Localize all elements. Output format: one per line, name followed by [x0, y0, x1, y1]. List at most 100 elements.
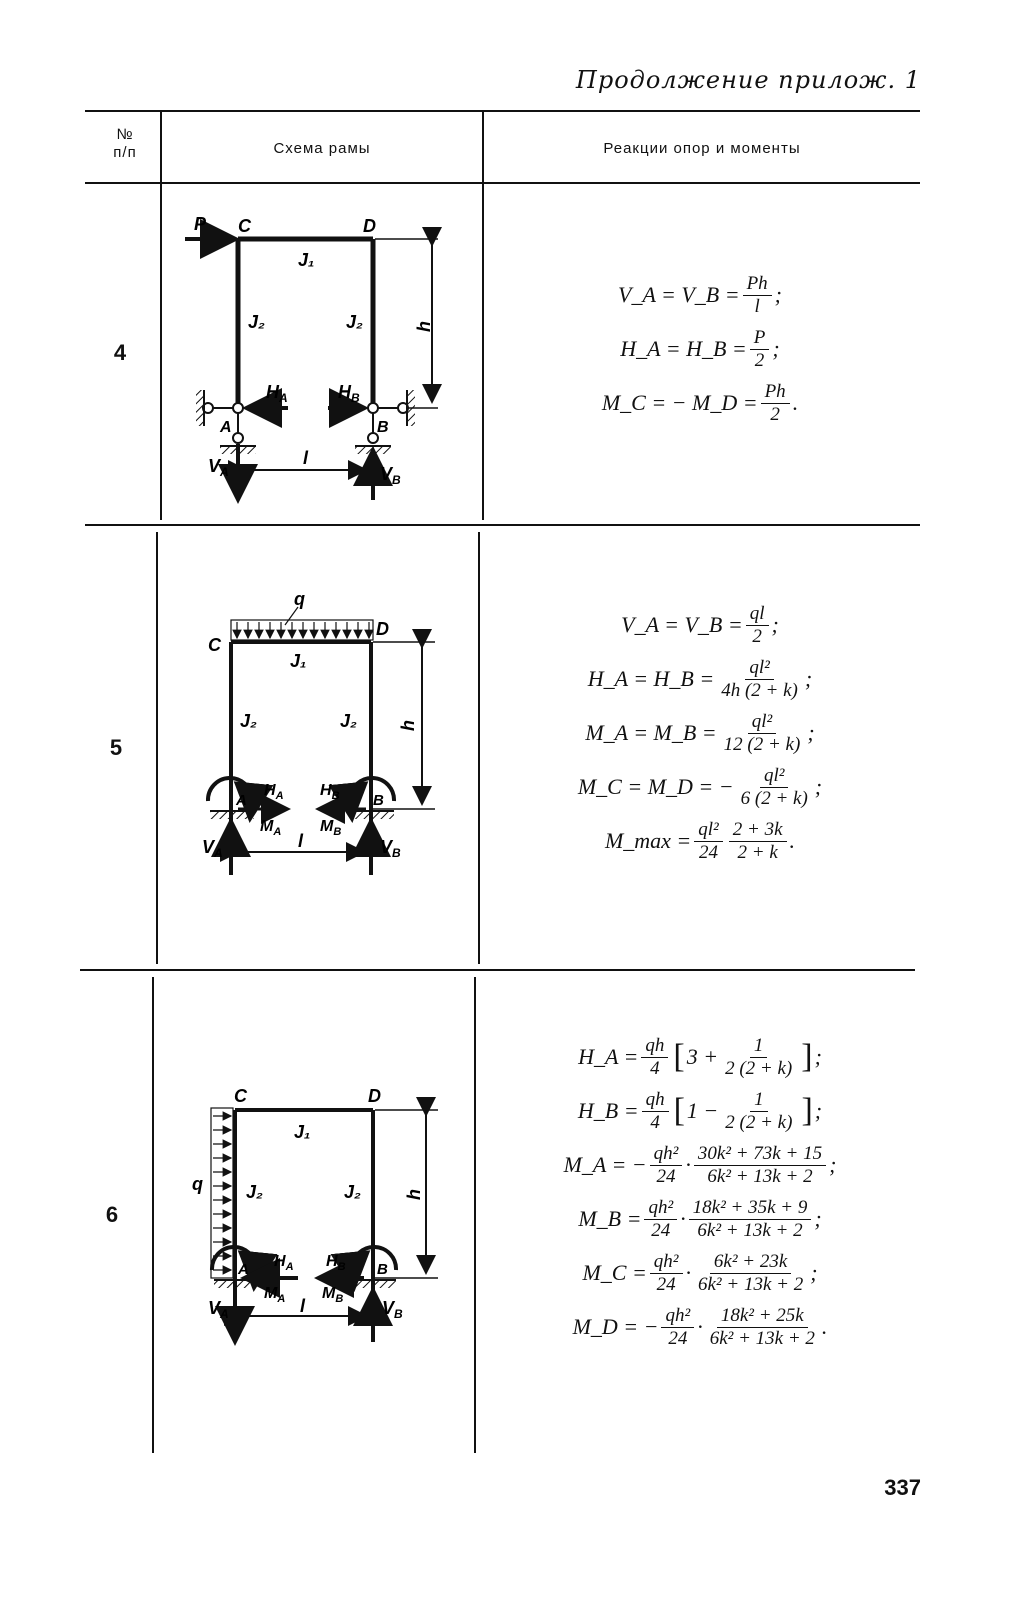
- row-5-bottom-rule: [80, 969, 915, 971]
- col-divider-2b: [478, 532, 480, 964]
- formula-num: ql²: [747, 711, 777, 734]
- label-ha: HA: [266, 382, 288, 405]
- label-vb: VB: [380, 464, 401, 487]
- col-divider-2c: [474, 977, 476, 1453]
- col-divider-2a: [482, 112, 484, 520]
- col-divider-1b: [156, 532, 158, 964]
- label-mb: MB: [322, 1285, 343, 1305]
- formula-num: ql²: [694, 819, 723, 842]
- formula-bracket-term: 3 +: [686, 1044, 719, 1069]
- formula-lhs: H_A = H_B =: [620, 336, 747, 361]
- label-a: A: [235, 792, 247, 809]
- formula-den: 12 (2 + k): [723, 733, 801, 755]
- hinge-a: [232, 402, 244, 414]
- formula-num: P: [749, 327, 770, 350]
- formula-end: ;: [814, 1206, 822, 1231]
- formula-num-2: 1: [750, 1089, 768, 1112]
- moment-ma-arc: [205, 776, 274, 823]
- formula-num: ql²: [745, 657, 774, 680]
- label-hb: HB: [326, 1253, 346, 1273]
- formula-den: 2: [754, 349, 765, 371]
- formula-den: 4: [650, 1111, 660, 1133]
- formula-den: 24: [656, 1165, 676, 1187]
- label-j2-right: J₂: [344, 1182, 361, 1202]
- formula-lhs: M_C = − M_D =: [601, 390, 758, 415]
- header-bottom-rule: [85, 182, 920, 184]
- formula-end: .: [792, 390, 799, 415]
- label-d: D: [368, 1086, 381, 1106]
- header-scheme: Схема рамы: [273, 140, 371, 157]
- formula-num: qh: [641, 1035, 669, 1058]
- formula-num: Ph: [760, 381, 790, 404]
- label-va: VA: [208, 1298, 229, 1321]
- frame-scheme-4: P C D J₁ J₂ J₂ h HA HB A B VA VB l: [185, 214, 442, 504]
- formula-den-2: 2 (2 + k): [725, 1057, 793, 1079]
- formula-lhs: M_C = M_D = −: [577, 774, 734, 799]
- label-j1: J₁: [290, 651, 306, 671]
- label-p: P: [194, 214, 207, 234]
- formula-den: 2: [770, 403, 780, 425]
- formula-lhs: M_C =: [582, 1260, 647, 1285]
- col-divider-1a: [160, 112, 162, 520]
- label-hb: HB: [338, 382, 360, 405]
- formula-end: ;: [814, 774, 823, 799]
- dot: ·: [685, 1260, 692, 1285]
- label-j1: J₁: [294, 1122, 310, 1142]
- formula-num-2: 2 + 3k: [728, 819, 787, 842]
- formula-den: 24: [651, 1219, 671, 1241]
- formula-den-2: 6k² + 13k + 2: [707, 1165, 813, 1187]
- label-ma: MA: [260, 818, 281, 838]
- formula-num: ql: [745, 603, 769, 626]
- frame-scheme-5: q C D J₁ J₂ J₂ h HA HB A B MA MB VA VB l: [202, 589, 435, 875]
- table-top-rule: [85, 110, 920, 112]
- formula-num-2: 6k² + 23k: [709, 1251, 792, 1274]
- formula-lhs: M_A = −: [563, 1152, 647, 1177]
- formula-end: .: [821, 1314, 828, 1339]
- formula-lhs: H_B =: [577, 1098, 639, 1123]
- formula-den-2: 6k² + 13k + 2: [697, 1219, 803, 1241]
- formula-num: qh²: [649, 1251, 683, 1274]
- label-a: A: [219, 419, 232, 436]
- formula-end: ;: [814, 1098, 823, 1123]
- formula-lhs: M_max =: [604, 828, 692, 853]
- label-a: A: [237, 1261, 249, 1278]
- formula-den: l: [754, 295, 760, 317]
- dot: ·: [697, 1314, 703, 1339]
- formula-end: ;: [774, 282, 782, 307]
- label-c: C: [208, 635, 222, 655]
- formula-num-2: 18k² + 35k + 9: [688, 1197, 812, 1220]
- label-q: q: [294, 589, 305, 609]
- label-b: B: [373, 792, 384, 809]
- left-bracket: [: [673, 1038, 685, 1075]
- frame-scheme-6: C D J₁ q J₂ J₂ h HA HB A B MA MB VA VB l: [192, 1086, 438, 1346]
- formula-num: qh²: [649, 1143, 683, 1166]
- formula-lhs: V_A = V_B =: [618, 282, 740, 307]
- label-ma: MA: [264, 1285, 285, 1305]
- label-b: B: [377, 419, 389, 436]
- row-number-6: 6: [105, 1202, 119, 1227]
- formula-end: ;: [804, 666, 813, 691]
- load-q-arrows: [232, 622, 374, 640]
- formula-lhs: V_A = V_B =: [621, 612, 743, 637]
- formula-end: ;: [810, 1260, 818, 1285]
